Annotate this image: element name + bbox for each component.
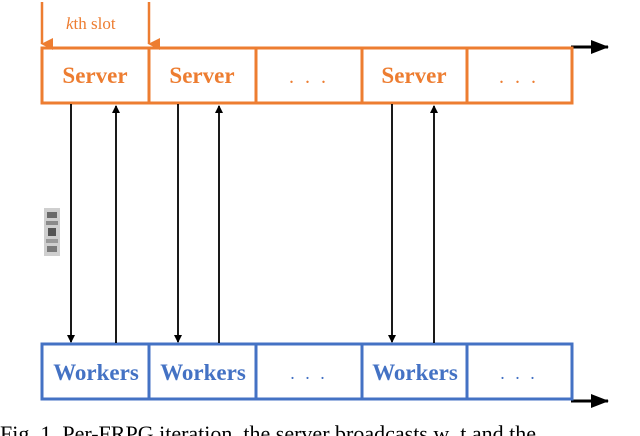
figure-caption: Fig. 1. Per-FRPG iteration, the server b… (0, 421, 536, 436)
worker-cell-2: Workers (160, 360, 246, 385)
server-row-box (40, 46, 574, 105)
slot-label: kth slot (66, 14, 116, 33)
rotated-label-graphic (44, 208, 60, 256)
server-cell-ellipsis-1: . . . (289, 66, 329, 88)
worker-row: Workers Workers . . . Workers . . . (40, 342, 574, 401)
server-row: Server Server . . . Server . . . (40, 46, 574, 105)
worker-cell-1: Workers (53, 360, 139, 385)
worker-cell-ellipsis-2: . . . (500, 363, 538, 383)
server-cell-2: Server (169, 63, 234, 88)
worker-row-box (40, 342, 574, 401)
server-cell-3: Server (381, 63, 446, 88)
worker-cell-ellipsis-1: . . . (290, 363, 328, 383)
server-cell-1: Server (62, 63, 127, 88)
server-cell-ellipsis-2: . . . (499, 66, 539, 88)
worker-cell-3: Workers (372, 360, 458, 385)
